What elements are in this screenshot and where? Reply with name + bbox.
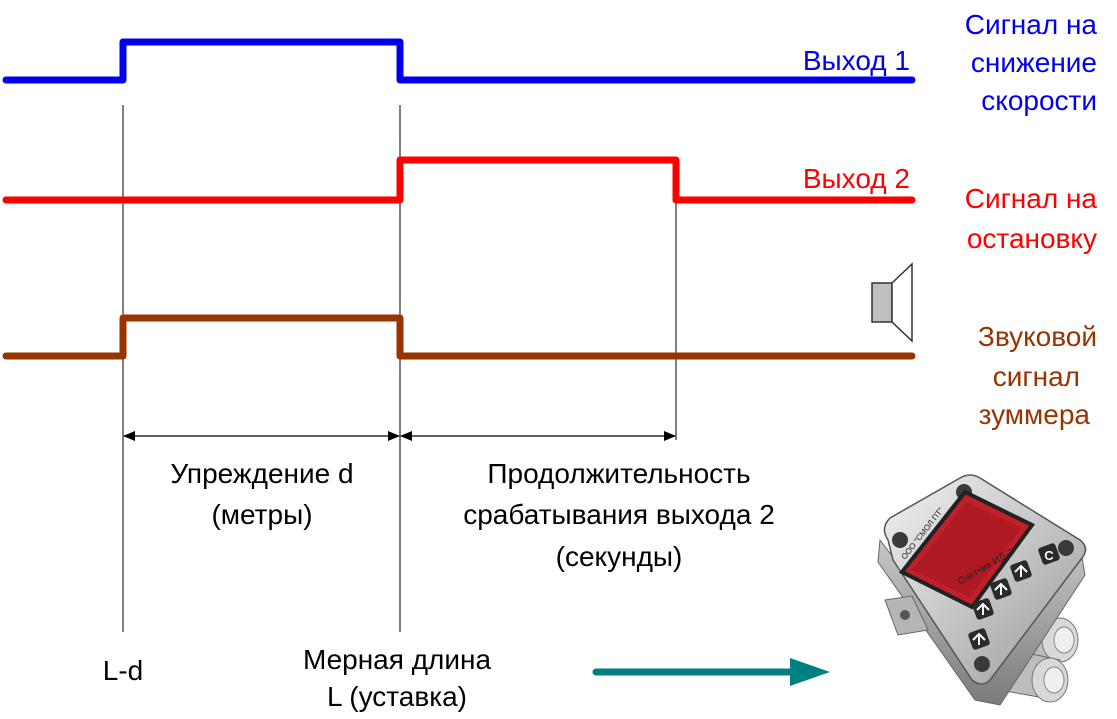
output1-desc-line2: снижение xyxy=(971,47,1097,78)
output1-desc-line3: скорости xyxy=(981,85,1097,116)
output1-label: Выход 1 xyxy=(803,45,910,76)
output1-desc-line1: Сигнал на xyxy=(965,9,1098,40)
buzzer-waveform xyxy=(2,314,916,360)
buzzer-desc-line3: зуммера xyxy=(979,399,1091,430)
lead-label-line1: Упреждение d xyxy=(170,458,353,489)
speaker-icon xyxy=(871,262,913,343)
device-pointer-arrow xyxy=(592,658,830,686)
duration-label-line3: (секунды) xyxy=(556,541,683,572)
duration-label-line1: Продолжительность xyxy=(487,458,750,489)
output2-desc-line1: Сигнал на xyxy=(965,183,1098,214)
length-marker-line2: L (уставка) xyxy=(327,681,467,712)
output2-waveform xyxy=(2,156,916,204)
device-buttons: C xyxy=(968,543,1060,650)
buzzer-desc-line1: Звуковой xyxy=(978,321,1097,352)
output2-label: Выход 2 xyxy=(803,163,910,194)
duration-label-line2: срабатывания выхода 2 xyxy=(463,499,775,530)
length-marker-line1: Мерная длина xyxy=(303,644,492,675)
output2-desc-line2: остановку xyxy=(967,223,1097,254)
counter-device-icon: ООО "СМОЛ ПТ" Счетчик ИД-2 C xyxy=(877,474,1087,706)
buzzer-desc-line2: сигнал xyxy=(993,361,1080,392)
device-button-c-label: C xyxy=(1044,548,1054,563)
output1-waveform xyxy=(2,38,916,84)
lead-label-line2: (метры) xyxy=(211,499,312,530)
ld-marker-label: L-d xyxy=(103,655,143,686)
